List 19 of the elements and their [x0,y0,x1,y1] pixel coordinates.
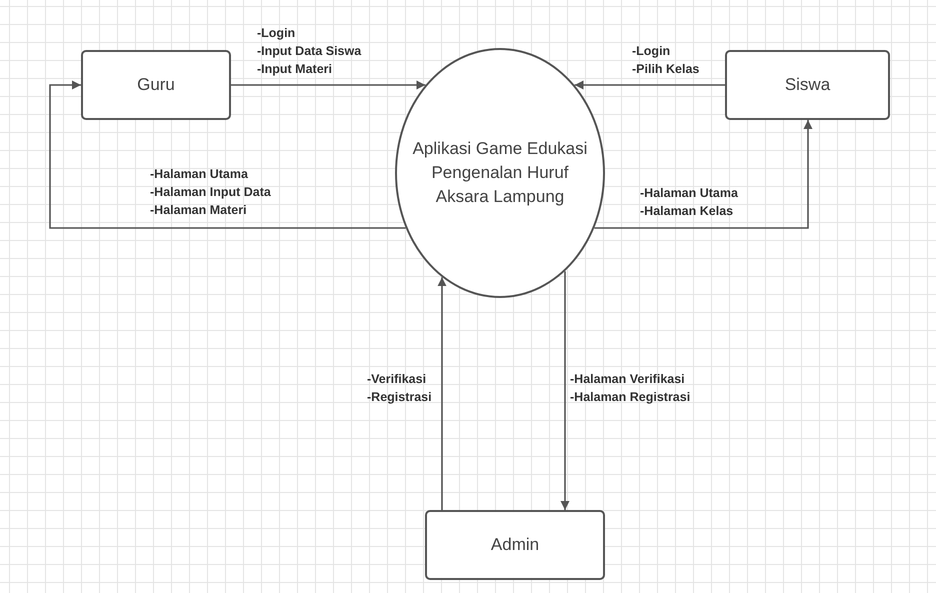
edge-label: -Login -Input Data Siswa -Input Materi [257,25,362,78]
edge-label: -Halaman Utama -Halaman Input Data -Halaman Materi [150,166,271,219]
node-label: Aplikasi Game Edukasi Pengenalan Huruf Aksara Lampung [412,138,588,208]
node-label: Guru [137,74,175,96]
entity-box [725,50,890,120]
arrow [438,277,446,510]
entity-box [425,510,605,580]
arrow [231,80,426,90]
edge-label: -Login -Pilih Kelas [632,43,700,78]
arrow [594,120,812,229]
node-label: Siswa [784,74,830,96]
edge-label: -Halaman Verifikasi -Halaman Registrasi [570,371,690,406]
node-label: Admin [490,534,540,556]
arrow [49,80,406,229]
arrow [574,80,725,90]
edge-label: -Verifikasi -Registrasi [367,371,432,406]
arrow [560,271,570,510]
entity-box [81,50,231,120]
edge-label: -Halaman Utama -Halaman Kelas [640,185,738,220]
